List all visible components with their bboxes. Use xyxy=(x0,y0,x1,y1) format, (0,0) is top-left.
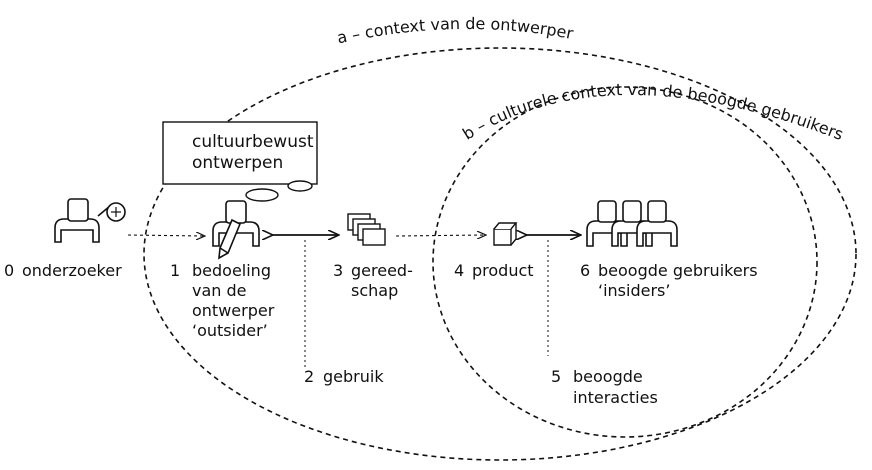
node-4-number: 4 xyxy=(454,261,464,280)
node-5-line1: beoogde xyxy=(573,367,643,386)
node-1-line4: ‘outsider’ xyxy=(192,321,268,340)
thought-bubble: cultuurbewust ontwerpen xyxy=(162,121,318,202)
arrow-researcher-to-designer xyxy=(127,235,204,236)
tools-cards-icon xyxy=(347,213,386,246)
node-5-label: 5 beoogde interacties xyxy=(551,367,658,407)
node-6-label: 6 beoogde gebruikers ‘insiders’ xyxy=(580,261,758,300)
arrow-tools-to-product xyxy=(395,235,485,236)
node-4-text: product xyxy=(472,261,534,280)
node-6-line2: ‘insiders’ xyxy=(598,281,670,300)
node-1-label: 1 bedoeling van de ontwerper ‘outsider’ xyxy=(170,261,275,340)
node-2-number: 2 xyxy=(304,367,314,386)
node-5-line2: interacties xyxy=(573,388,658,407)
context-ellipse-a xyxy=(143,47,857,461)
thought-bubble-line2: ontwerpen xyxy=(192,153,283,173)
node-3-number: 3 xyxy=(333,261,343,280)
node-1-line2: van de xyxy=(192,281,247,300)
designer-pencil-icon xyxy=(212,200,260,260)
context-ellipse-b xyxy=(432,86,818,438)
context-b-label: b – culturele context van de beoogde geb… xyxy=(459,80,846,144)
researcher-magnifier-icon xyxy=(54,198,126,243)
context-b-label-text: b – culturele context van de beoogde geb… xyxy=(459,80,846,144)
node-5-number: 5 xyxy=(551,367,561,386)
context-a-label-text: a – context van de ontwerper xyxy=(335,14,575,47)
node-6-line1: beoogde gebruikers xyxy=(598,261,758,280)
node-0-label: 0 onderzoeker xyxy=(4,261,122,280)
node-1-number: 1 xyxy=(170,261,180,280)
node-3-line1: gereed- xyxy=(351,261,413,280)
node-3-line2: schap xyxy=(351,281,398,300)
context-a-label: a – context van de ontwerper xyxy=(335,14,575,47)
node-1-line1: bedoeling xyxy=(192,261,271,280)
node-6-number: 6 xyxy=(580,261,590,280)
user-group-icon xyxy=(586,200,678,247)
thought-bubble-line1: cultuurbewust xyxy=(192,132,314,152)
node-4-label: 4 product xyxy=(454,261,534,280)
node-1-line3: ontwerper xyxy=(192,301,275,320)
product-cube-icon xyxy=(493,222,518,246)
node-2-text: gebruik xyxy=(323,367,384,386)
node-3-label: 3 gereed- schap xyxy=(333,261,413,300)
node-0-text: onderzoeker xyxy=(22,261,122,280)
node-0-number: 0 xyxy=(4,261,14,280)
node-2-label: 2 gebruik xyxy=(304,367,384,386)
